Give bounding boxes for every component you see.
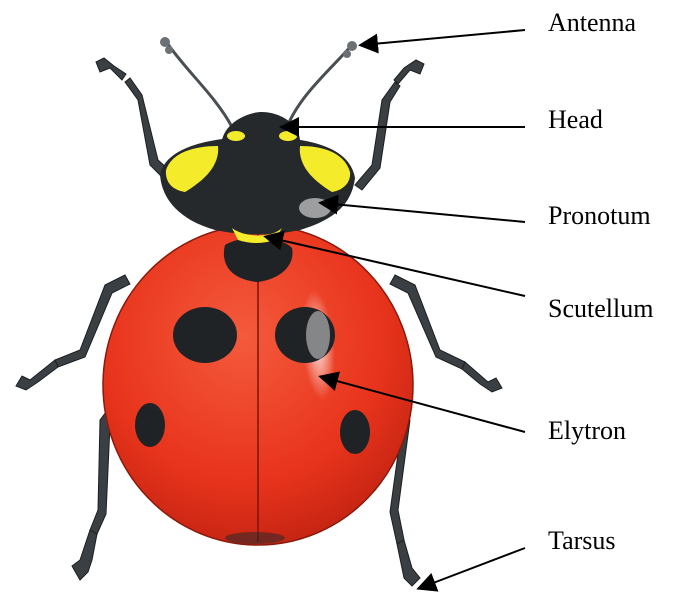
antenna-clubs	[160, 37, 357, 58]
head-shape	[222, 112, 300, 148]
pronotum-shape	[160, 136, 355, 243]
label-antenna: Antenna	[548, 10, 636, 36]
label-head: Head	[548, 107, 603, 133]
arrow-antenna	[362, 30, 525, 45]
spot-highlight	[306, 311, 330, 359]
label-scutellum: Scutellum	[548, 296, 653, 322]
arrow-pronotum	[322, 203, 525, 222]
label-elytron: Elytron	[548, 418, 626, 444]
label-pronotum: Pronotum	[548, 203, 651, 229]
label-tarsus: Tarsus	[548, 528, 616, 554]
arrow-tarsus	[420, 548, 525, 588]
